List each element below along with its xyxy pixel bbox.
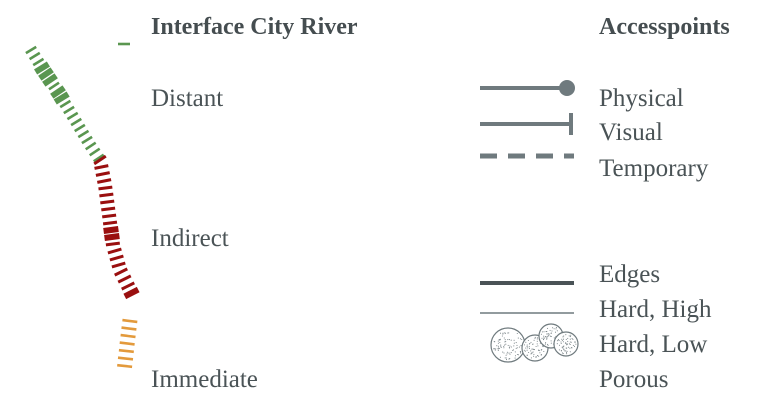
legend-hard-high-label: Hard, High xyxy=(599,296,712,323)
distant-tick xyxy=(42,73,58,87)
accesspoints-title: Accesspoints xyxy=(599,14,730,40)
indirect-tick xyxy=(94,164,109,170)
immediate-tick xyxy=(117,356,134,361)
immediate-tick xyxy=(118,348,134,354)
legend-visual-label: Visual xyxy=(599,119,663,146)
distant-tick xyxy=(28,51,41,61)
distant-tick xyxy=(70,117,82,127)
indirect-tick xyxy=(104,233,120,241)
distant-tick xyxy=(63,105,75,115)
river-ticks xyxy=(25,42,140,369)
indirect-tick xyxy=(95,171,110,177)
distant-tick xyxy=(34,61,50,75)
indirect-tick xyxy=(105,241,120,247)
indirect-tick xyxy=(109,254,124,262)
legend-physical-label: Physical xyxy=(599,85,684,112)
legend-temporary-label: Temporary xyxy=(599,155,709,182)
indirect-tick xyxy=(99,192,114,198)
indirect-tick xyxy=(114,267,128,277)
distant-tick xyxy=(25,45,37,55)
distant-tick xyxy=(84,141,97,151)
distant-tick xyxy=(48,81,60,91)
distant-tick xyxy=(81,135,93,145)
immediate-tick xyxy=(120,333,136,339)
indirect-tick xyxy=(111,261,126,269)
immediate-tick xyxy=(121,326,137,331)
distant-tick xyxy=(88,147,101,157)
indirect-tick xyxy=(97,178,112,184)
indirect-tick xyxy=(117,274,132,284)
indirect-tick xyxy=(101,206,116,212)
legend-hard-low-label: Hard, Low xyxy=(599,331,708,358)
distant-tick xyxy=(38,67,54,81)
immediate-tick xyxy=(117,363,133,369)
indirect-tick xyxy=(102,220,118,226)
hard-low-circles-symbol xyxy=(490,323,579,363)
distant-tick xyxy=(74,123,86,133)
indirect-tick xyxy=(123,286,140,300)
physical-line-symbol xyxy=(480,80,575,96)
indirect-tick xyxy=(98,185,113,191)
indirect-tick xyxy=(121,281,135,291)
level-distant: Distant xyxy=(151,85,224,112)
distant-tick xyxy=(66,111,79,121)
immediate-tick xyxy=(119,341,135,346)
distant-tick xyxy=(53,91,70,105)
interface-title: Interface City River xyxy=(151,14,358,40)
indirect-tick xyxy=(107,247,122,255)
level-indirect: Indirect xyxy=(151,225,229,252)
indirect-tick xyxy=(93,154,107,166)
legend-edges-label: Edges xyxy=(599,261,661,288)
distant-tick xyxy=(92,153,105,163)
distant-tick xyxy=(32,57,45,67)
distant-tick xyxy=(50,85,66,99)
indirect-tick xyxy=(103,226,119,234)
indirect-tick xyxy=(100,199,115,205)
indirect-tick xyxy=(102,213,117,219)
legend-porous-label: Porous xyxy=(599,366,669,393)
distant-tick xyxy=(59,99,72,109)
level-immediate: Immediate xyxy=(151,366,258,393)
visual-line-symbol xyxy=(480,113,573,135)
distant-tick xyxy=(77,129,90,139)
immediate-tick xyxy=(122,318,138,324)
